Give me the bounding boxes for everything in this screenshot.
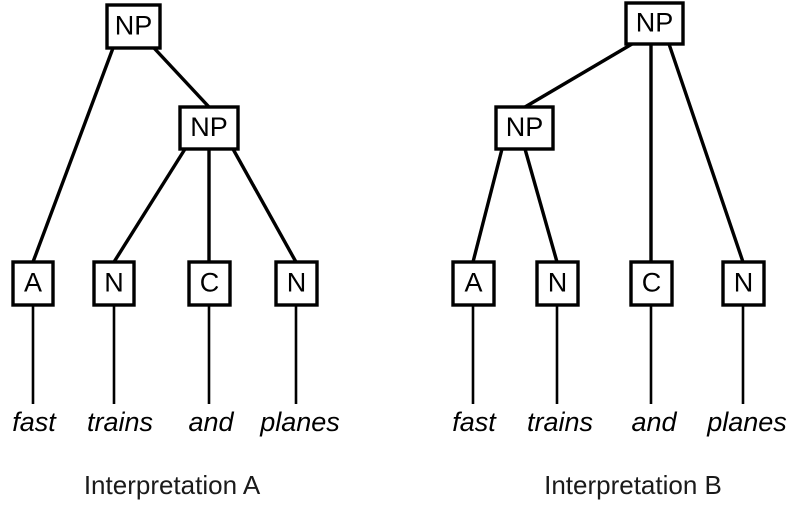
branch-np-root-to-np-inner [524,42,633,109]
caption-interpretation-b: Interpretation B [544,470,722,500]
node-label-leaf-n2: N [287,268,307,298]
node-label-np-root: NP [636,8,674,38]
node-label-leaf-c: C [642,268,662,298]
branch-np-inner-to-leaf-n1 [523,148,559,263]
node-box-np-inner[interactable] [494,105,555,151]
terminal-word-and: and [631,407,677,437]
node-box-leaf-n2[interactable] [721,260,766,307]
terminal-word-planes: planes [706,407,787,437]
node-label-leaf-a: A [464,268,482,298]
terminal-word-fast: fast [12,407,57,437]
node-label-np-inner: NP [190,112,228,142]
branch-np-root-to-leaf-n2 [667,43,745,263]
node-box-leaf-n2[interactable] [274,260,319,307]
node-box-leaf-n1[interactable] [535,260,580,307]
node-box-leaf-a[interactable] [451,260,496,307]
branch-np-root-to-leaf-a [31,47,115,263]
node-label-np-root: NP [115,11,153,41]
node-label-np-inner: NP [506,112,544,142]
branch-np-inner-to-leaf-n2 [231,148,298,263]
branch-np-inner-to-leaf-n1 [112,148,187,263]
terminal-word-planes: planes [259,407,340,437]
node-box-np-root[interactable] [624,1,685,46]
terminal-word-fast: fast [452,407,497,437]
node-box-leaf-c[interactable] [187,260,232,307]
caption-interpretation-a: Interpretation A [84,470,261,500]
node-box-leaf-n1[interactable] [92,260,136,307]
node-label-leaf-n2: N [734,268,754,298]
branch-np-inner-to-leaf-a [471,148,504,263]
terminal-word-trains: trains [527,407,593,437]
node-label-leaf-c: C [200,268,220,298]
node-box-np-root[interactable] [105,3,162,50]
branch-np-root-to-np-inner [152,46,211,109]
node-label-leaf-n1: N [548,268,568,298]
node-box-leaf-c[interactable] [629,260,674,307]
node-box-np-inner[interactable] [178,105,240,151]
node-label-leaf-a: A [24,268,42,298]
terminal-word-trains: trains [87,407,153,437]
terminal-word-and: and [188,407,234,437]
node-box-leaf-a[interactable] [11,260,55,307]
node-label-leaf-n1: N [104,268,124,298]
